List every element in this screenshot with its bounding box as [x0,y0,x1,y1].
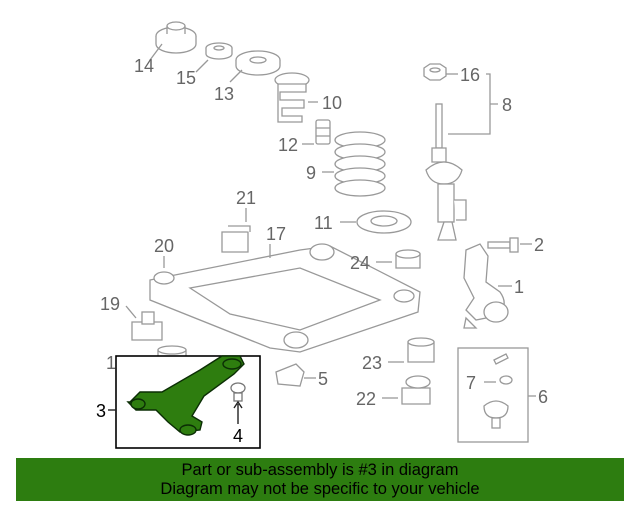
callout-2: 2 [534,235,544,255]
part-9-coil-spring [334,131,386,197]
callout-21: 21 [236,188,256,208]
part-4-bushing [230,382,246,402]
part-24-mount [395,249,421,269]
callout-12: 12 [278,135,298,155]
part-10-bump-boot [274,72,310,123]
banner-line-2: Diagram may not be specific to your vehi… [160,480,480,498]
part-5-bracket [275,363,305,387]
leader-13 [229,69,243,83]
callout-9: 9 [306,163,316,183]
parts-diagram: 14 15 13 10 12 9 11 [96,21,548,449]
leader-15 [195,59,209,73]
callout-6: 6 [538,387,548,407]
callout-14: 14 [134,56,154,76]
callout-16: 16 [460,65,480,85]
callout-23: 23 [362,353,382,373]
part-21-bracket [221,225,251,253]
part-19-mount [131,311,163,341]
leader-8 [448,73,498,135]
banner-line-1: Part or sub-assembly is #3 in diagram [181,461,459,479]
callout-24: 24 [350,253,370,273]
part-2-bolt [487,237,519,253]
callout-20: 20 [154,236,174,256]
part-6-ball-joint [483,353,513,429]
callout-17: 17 [266,224,286,244]
callout-10: 10 [322,93,342,113]
part-15-bearing [205,42,233,60]
callout-22: 22 [356,389,376,409]
part-13-upper-seat [235,50,281,76]
leader-19 [125,305,137,319]
leader-14 [149,43,163,61]
part-14-strut-mount [155,21,197,54]
part-16-nut [423,63,447,81]
callout-15: 15 [176,68,196,88]
info-banner: Part or sub-assembly is #3 in diagram Di… [16,458,624,501]
part-1-knuckle [463,243,509,329]
part-22-mount [401,375,431,405]
part-8-strut [425,103,467,241]
part-17-subframe [149,243,421,353]
callout-7: 7 [466,373,476,393]
callout-3: 3 [96,401,106,421]
part-12-bump-stop [315,119,331,145]
callout-1: 1 [514,277,524,297]
part-11-insulator [356,210,412,234]
callout-4: 4 [233,426,243,446]
callout-5: 5 [318,369,328,389]
callout-13: 13 [214,84,234,104]
callout-19: 19 [100,294,120,314]
callout-8: 8 [502,95,512,115]
leader-4 [233,400,243,424]
part-3-lower-control-arm [126,355,245,436]
part-23-mount [407,337,435,363]
callout-11: 11 [314,213,333,233]
